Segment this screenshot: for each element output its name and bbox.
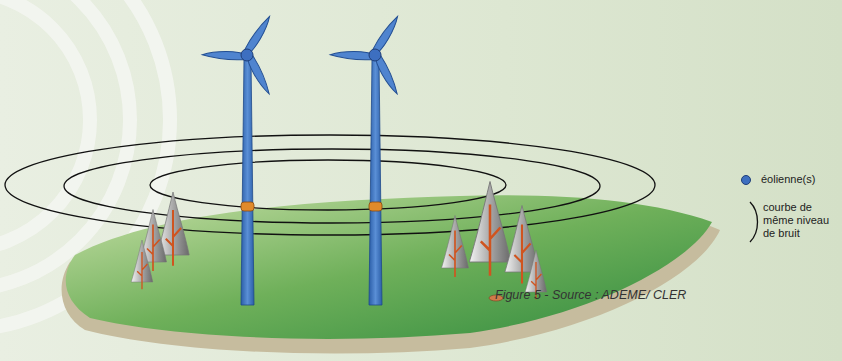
legend-text: courbe de même niveau de bruit <box>763 201 835 240</box>
legend-text: éolienne(s) <box>761 173 836 186</box>
wind-turbine <box>330 12 406 305</box>
wind-turbine <box>202 12 278 305</box>
trees <box>131 182 547 302</box>
legend-swatch <box>741 175 751 185</box>
hill <box>66 195 712 339</box>
noise-contours <box>5 135 655 235</box>
caption: Figure 5 - Source : ADEME/ CLER <box>495 289 686 302</box>
legend-bracket-sample <box>750 202 758 242</box>
